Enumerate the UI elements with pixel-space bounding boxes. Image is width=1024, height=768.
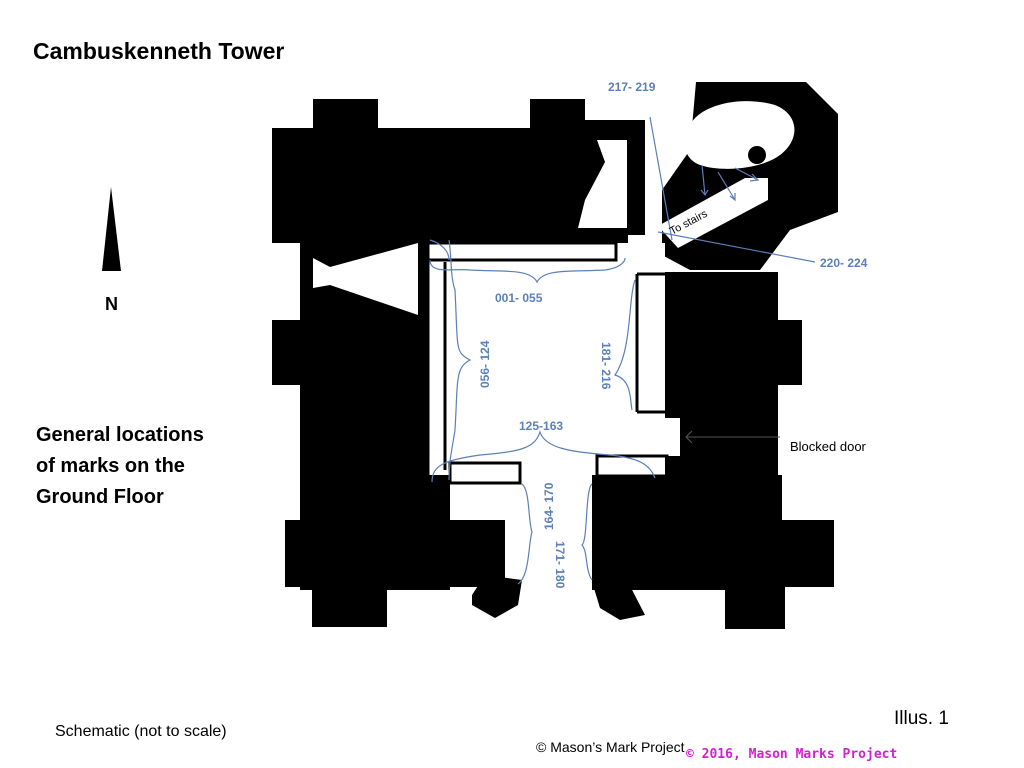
- label-125-163: 125-163: [519, 419, 563, 433]
- north-arrow-icon: [102, 187, 121, 271]
- blocked-door-arrow: [685, 430, 780, 444]
- label-001-055: 001- 055: [495, 291, 543, 305]
- label-056-124: 056- 124: [478, 340, 492, 388]
- annotation-braces: [429, 116, 816, 585]
- label-422-430: 422-430: [686, 144, 730, 158]
- copyright-text: © Mason’s Mark Project: [536, 739, 685, 755]
- stair-newel: [748, 146, 766, 164]
- copyright-stamp: © 2016, Mason Marks Project: [686, 747, 898, 762]
- label-217-219: 217- 219: [608, 80, 656, 94]
- label-see-illus: See Illus. 25: [685, 127, 754, 141]
- label-171-180: 171- 180: [553, 541, 567, 589]
- north-label: N: [105, 294, 118, 314]
- wall-outlines: [426, 241, 669, 485]
- subtitle-line-3: Ground Floor: [36, 486, 164, 508]
- label-blocked-door: Blocked door: [790, 439, 867, 454]
- illustration-label: Illus. 1: [894, 708, 949, 729]
- schematic-note: Schematic (not to scale): [55, 723, 227, 740]
- label-181-216: 181- 216: [599, 342, 613, 390]
- label-220-224: 220- 224: [820, 256, 868, 270]
- subtitle-line-1: General locations: [36, 424, 204, 446]
- subtitle-line-2: of marks on the: [36, 455, 185, 477]
- page-title: Cambuskenneth Tower: [33, 38, 285, 64]
- label-164-170: 164- 170: [542, 482, 556, 530]
- plan-subtitle: General locations of marks on the Ground…: [36, 420, 204, 513]
